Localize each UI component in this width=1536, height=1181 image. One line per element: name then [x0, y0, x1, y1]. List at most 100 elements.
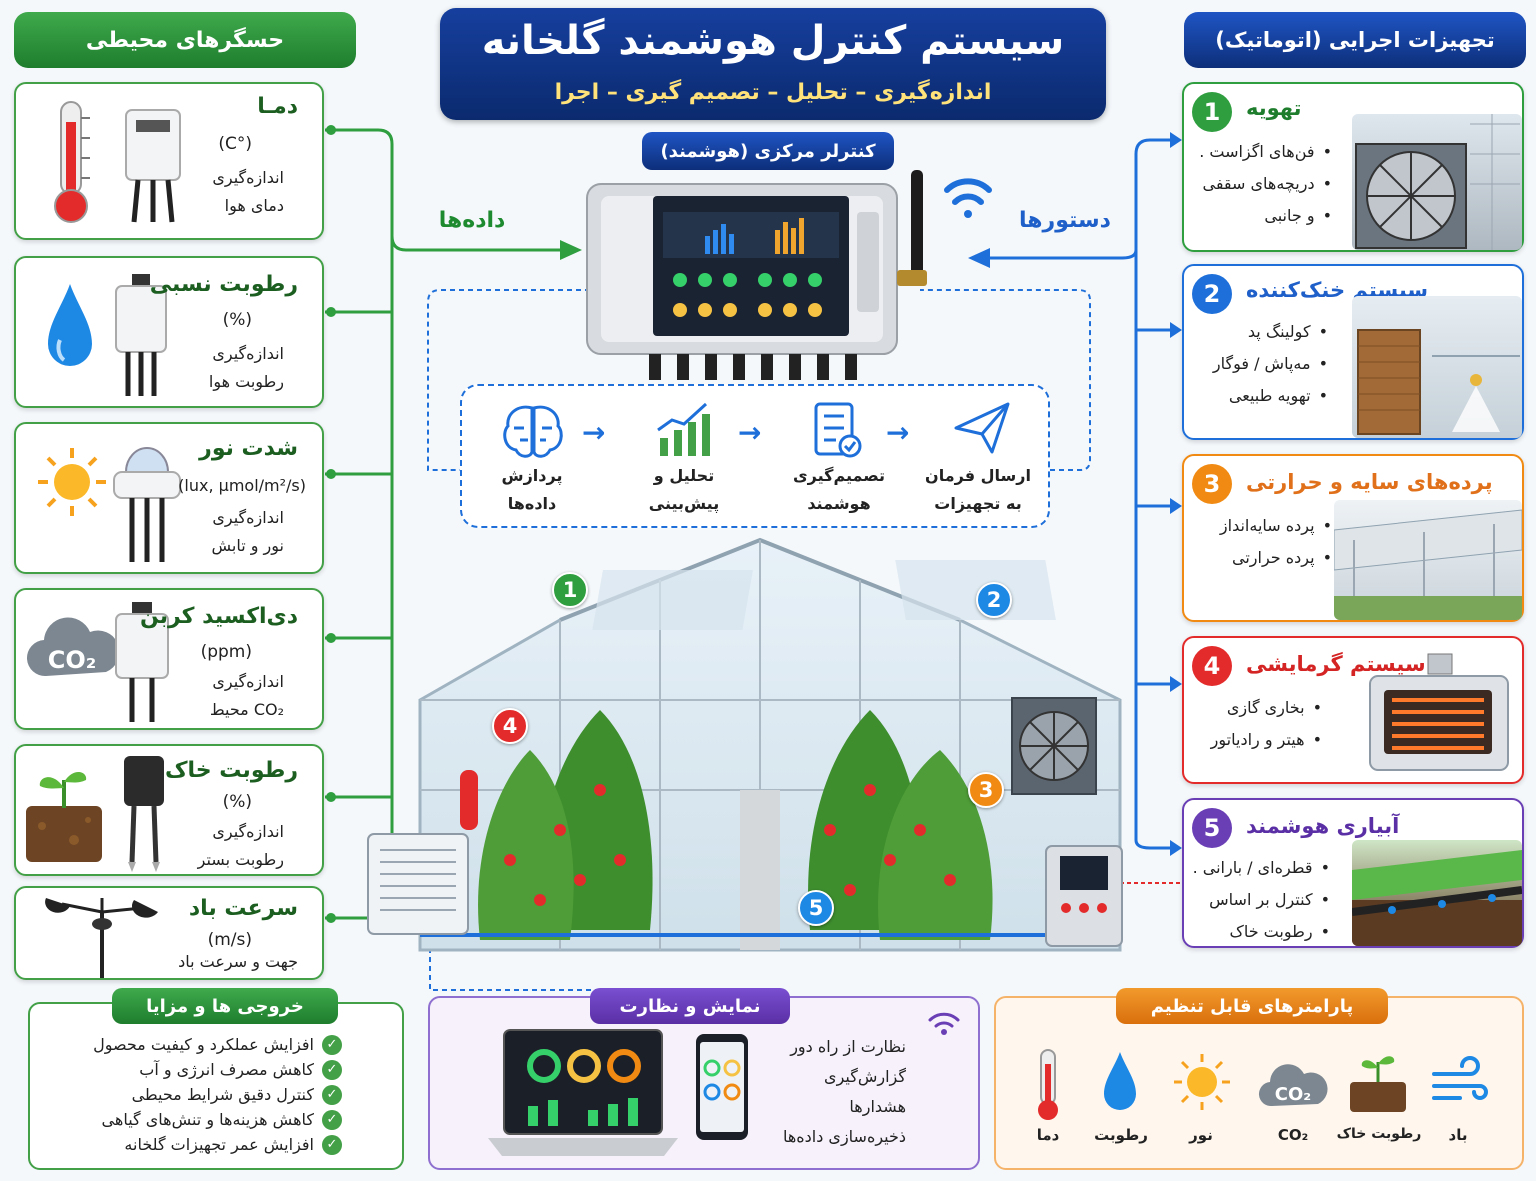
antenna-icon	[911, 170, 923, 280]
heater-tank	[460, 770, 478, 830]
controller-screen-chart	[663, 212, 839, 317]
sun-icon	[38, 448, 106, 516]
param-label: رطوبت خاک	[1336, 1126, 1422, 1142]
check-icon: ✓	[322, 1034, 342, 1055]
sensor-unit: (m/s)	[207, 930, 252, 950]
svg-text:CO₂: CO₂	[48, 646, 97, 674]
sensor-title: رطوبت نسبی	[149, 272, 298, 297]
sun-icon	[1174, 1054, 1230, 1110]
thermometer-icon	[54, 101, 90, 223]
brain-icon	[503, 405, 563, 458]
sensor-card-wind: سرعت باد (m/s) جهت و سرعت باد	[14, 886, 324, 980]
chart-icon	[657, 402, 710, 456]
sensor-title: دمـا	[257, 94, 298, 119]
actuator-items: قطره‌ای / بارانی .کنترل بر اساسرطوبت خاک	[1193, 852, 1330, 948]
co2-sensor-device-icon	[115, 602, 169, 722]
monitoring-list: نظارت از راه دور گزارش‌گیری هشدارها ذخیر…	[783, 1032, 906, 1152]
param-label: نور	[1189, 1126, 1213, 1144]
greenhouse-badge-2: 2	[976, 582, 1012, 618]
plant-soil-icon	[1350, 1056, 1406, 1112]
water-drop-icon	[48, 284, 92, 366]
greenhouse-illustration	[367, 537, 1123, 952]
sensor-title: سرعت باد	[188, 896, 298, 921]
page-title: سیستم کنترل هوشمند گلخانه	[481, 18, 1065, 64]
actuator-items: بخاری گازیهیتر و رادیاتور	[1211, 692, 1322, 756]
benefit-item: ✓افزایش عملکرد و کیفیت محصول	[93, 1032, 342, 1057]
actuator-number: 3	[1192, 464, 1232, 504]
flow-arrow: →	[886, 416, 910, 449]
wifi-icon	[928, 1012, 960, 1035]
monitoring-item: ذخیره‌سازی داده‌ها	[782, 1127, 906, 1146]
greenhouse-badge-4: 4	[492, 708, 528, 744]
laptop-icon	[488, 1029, 678, 1156]
sensor-unit: (°C)	[218, 134, 252, 154]
param-label: رطوبت	[1094, 1126, 1148, 1144]
monitoring-item: گزارش‌گیری	[824, 1067, 906, 1086]
monitoring-header: نمایش و نظارت	[590, 988, 790, 1024]
monitoring-panel: نظارت از راه دور گزارش‌گیری هشدارها ذخیر…	[428, 996, 980, 1170]
flow-arrow: →	[738, 416, 762, 449]
data-label: داده‌ها	[438, 208, 506, 233]
parameters-header: پارامترهای قابل تنظیم	[1116, 988, 1388, 1024]
svg-text:CO₂: CO₂	[1275, 1084, 1311, 1105]
title-banner: سیستم کنترل هوشمند گلخانه اندازه‌گیری – …	[440, 8, 1106, 120]
temp-sensor-device-icon	[125, 109, 181, 223]
curtain-photo	[1334, 500, 1522, 620]
sensor-desc: جهت و سرعت باد	[178, 952, 298, 971]
check-icon: ✓	[322, 1059, 342, 1080]
wind-icon	[1432, 1056, 1488, 1100]
checklist-icon	[814, 402, 862, 458]
light-sensor-device-icon	[113, 447, 181, 562]
sensor-title: دی‌اکسید کربن	[139, 604, 298, 629]
controller-label: کنترلر مرکزی (هوشمند)	[642, 132, 894, 170]
parameters-panel: CO₂ دما رطوبت نور CO₂ رطوبت خاک باد	[994, 996, 1524, 1170]
actuator-card-irrigation: 5 آبیاری هوشمند قطره‌ای / بارانی .کنترل …	[1182, 798, 1524, 948]
thermometer-icon	[1038, 1049, 1058, 1120]
irrigation-photo	[1352, 840, 1522, 946]
param-label: باد	[1448, 1126, 1468, 1144]
benefits-header: خروجی ها و مزایا	[112, 988, 338, 1024]
greenhouse-badge-1: 1	[552, 572, 588, 608]
heater-icon	[1369, 653, 1509, 771]
sensor-title: شدت نور	[199, 436, 298, 461]
benefits-panel: ✓افزایش عملکرد و کیفیت محصول ✓کاهش مصرف …	[28, 1002, 404, 1170]
actuator-card-cooling: 2 سیستم خنک‌کننده کولینگ پدمه‌پاش / فوگا…	[1182, 264, 1524, 440]
benefit-item: ✓افزایش عمر تجهیزات گلخانه	[93, 1132, 342, 1157]
actuator-title: تهویه	[1246, 96, 1302, 120]
check-icon: ✓	[322, 1109, 342, 1130]
check-icon: ✓	[322, 1084, 342, 1105]
actuator-items: پرده سایه‌اندازپرده حرارتی	[1220, 510, 1332, 574]
sensors-header: حسگرهای محیطی	[14, 12, 356, 68]
param-label: CO₂	[1277, 1126, 1309, 1144]
actuator-number: 2	[1192, 274, 1232, 314]
sensor-unit: (ppm)	[200, 642, 252, 662]
actuator-card-ventilation: 1 تهویه فن‌های اگزاست .دریچه‌های سقفیو ج…	[1182, 82, 1524, 252]
actuator-title: سیستم گرمایشی	[1246, 652, 1426, 676]
sensor-unit: (%)	[222, 310, 252, 330]
flow-arrow: →	[582, 416, 606, 449]
commands-label: دستورها	[1019, 208, 1111, 233]
ventilation-photo	[1352, 114, 1522, 250]
soil-sensor-device-icon	[124, 756, 164, 872]
smartphone-icon	[696, 1034, 748, 1140]
benefits-list: ✓افزایش عملکرد و کیفیت محصول ✓کاهش مصرف …	[93, 1032, 342, 1157]
benefit-item: ✓کاهش هزینه‌ها و تنش‌های گیاهی	[93, 1107, 342, 1132]
central-controller-device	[586, 170, 992, 380]
plant-soil-icon	[26, 771, 102, 862]
actuator-number: 4	[1192, 646, 1232, 686]
sensor-unit: (%)	[222, 792, 252, 812]
actuator-card-heating: 4 سیستم گرمایشی بخاری گازیهیتر و رادیاتو…	[1182, 636, 1524, 784]
actuator-title: پرده‌های سایه و حرارتی	[1246, 470, 1493, 494]
page-subtitle: اندازه‌گیری – تحلیل – تصمیم گیری – اجرا	[554, 80, 992, 105]
plant-rows	[478, 710, 993, 940]
